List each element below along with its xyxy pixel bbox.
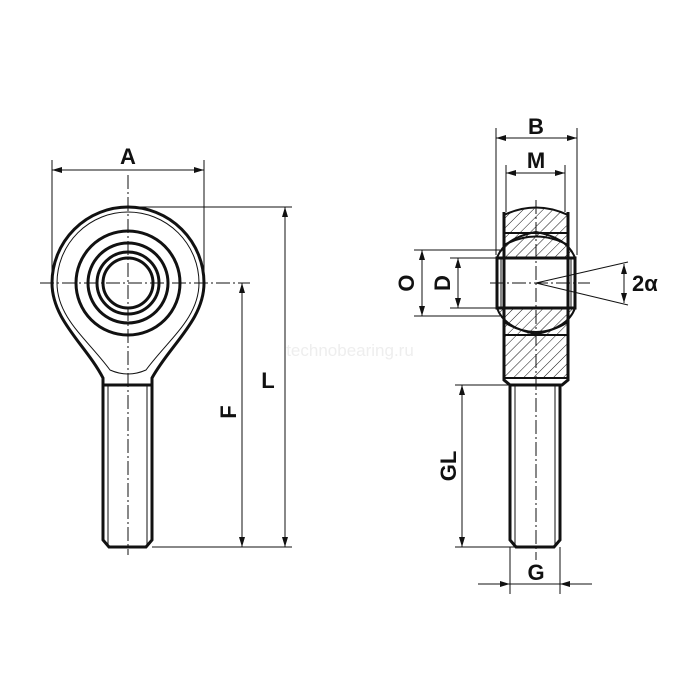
dim-label-b: B bbox=[528, 114, 544, 139]
front-view: A L F bbox=[40, 144, 292, 555]
dim-label-m: M bbox=[527, 148, 545, 173]
dim-label-gl: GL bbox=[436, 451, 461, 482]
watermark: technobearing.ru bbox=[286, 341, 414, 360]
dim-label-l: L bbox=[261, 368, 274, 393]
dim-label-g: G bbox=[527, 560, 544, 585]
housing-outline bbox=[50, 205, 206, 387]
dim-label-a: A bbox=[120, 144, 136, 169]
threaded-shank bbox=[101, 385, 154, 549]
section-view: B M O D 2α GL G bbox=[394, 114, 658, 594]
dim-label-d: D bbox=[430, 275, 455, 291]
threaded-shank-side bbox=[508, 385, 562, 549]
dim-label-angle: 2α bbox=[632, 271, 658, 296]
dim-label-f: F bbox=[216, 405, 241, 418]
dim-label-o: O bbox=[394, 274, 419, 291]
